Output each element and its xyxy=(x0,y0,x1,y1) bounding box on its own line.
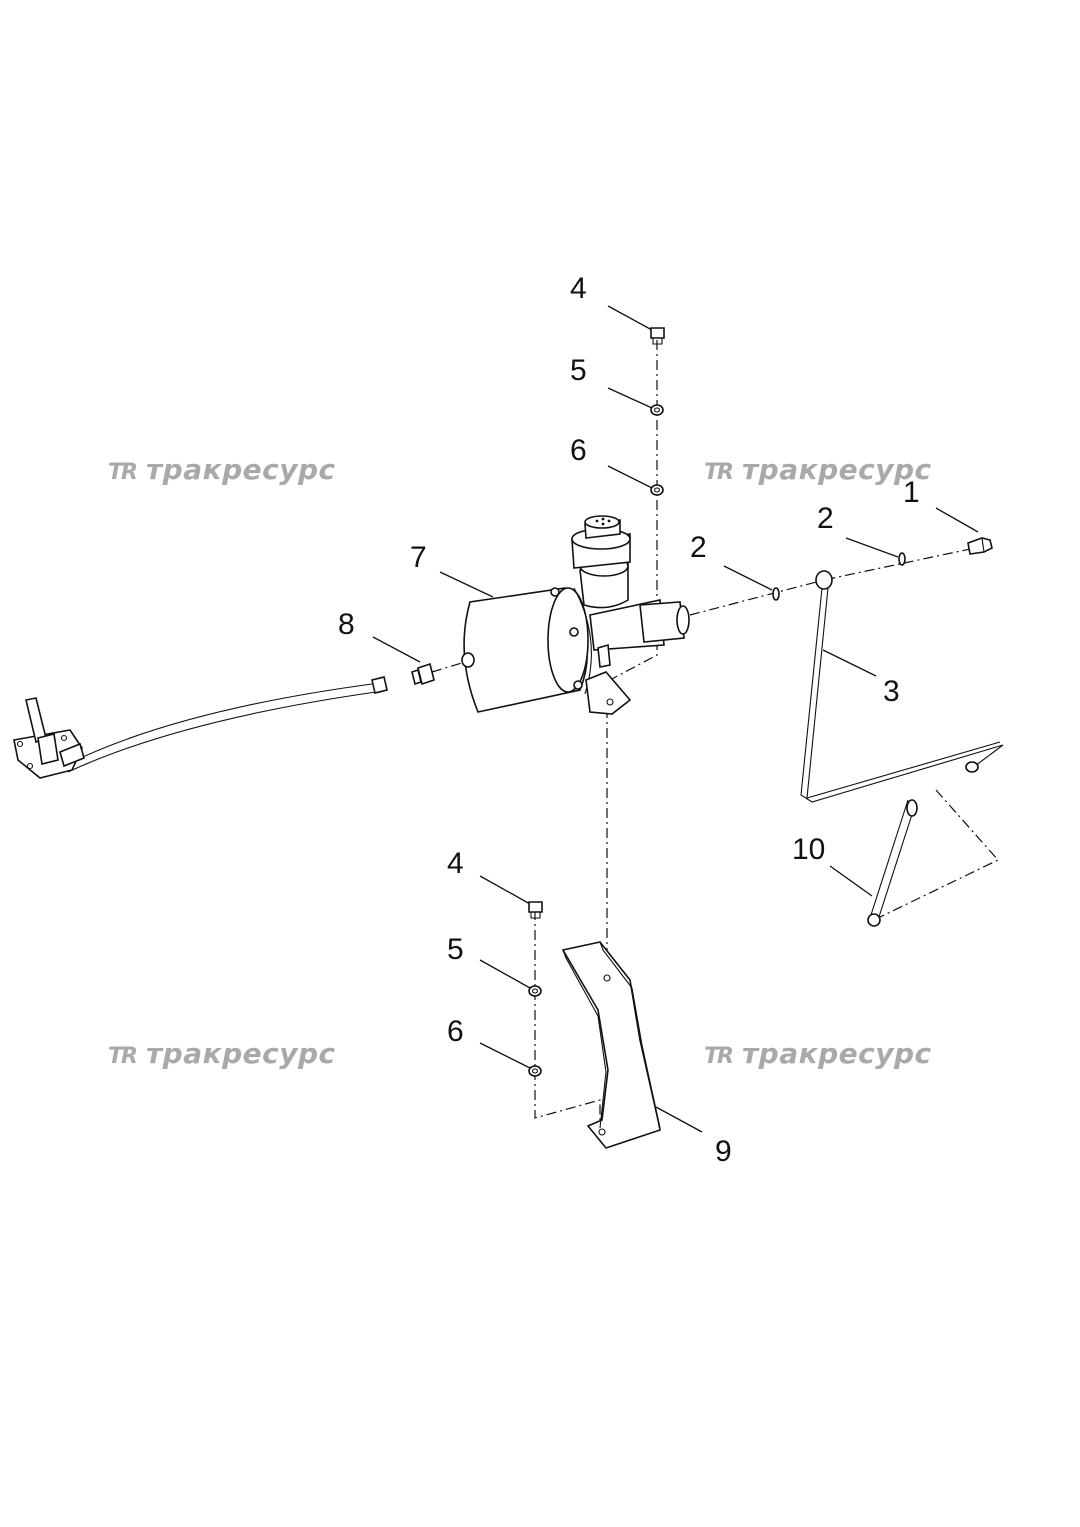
callout-2-left: 2 xyxy=(690,531,707,564)
callout-7: 7 xyxy=(410,541,427,574)
cylinder-part-7 xyxy=(461,515,690,715)
watermark-text: тракресурс xyxy=(145,453,336,486)
washer-part-2-right xyxy=(898,552,906,566)
watermark-text: тракресурс xyxy=(145,1037,336,1070)
callout-3: 3 xyxy=(883,675,900,708)
watermark-text: тракресурс xyxy=(741,1037,932,1070)
watermark-bottom-right: TR тракресурс xyxy=(704,1037,932,1070)
callout-1: 1 xyxy=(903,476,920,509)
callout-4-top: 4 xyxy=(570,272,587,305)
callout-8: 8 xyxy=(338,608,355,641)
callout-9: 9 xyxy=(715,1135,732,1168)
callout-labels: 1 2 2 3 4 4 5 5 6 6 7 8 9 10 xyxy=(338,272,920,1168)
watermark-bottom-left: TR тракресурс xyxy=(108,1037,336,1070)
rod-bracket-part-3 xyxy=(800,570,1004,803)
callout-5-top: 5 xyxy=(570,354,587,387)
callout-10: 10 xyxy=(792,833,825,866)
callout-6-top: 6 xyxy=(570,434,587,467)
callout-4-bottom: 4 xyxy=(447,847,464,880)
watermark-logo: TR xyxy=(704,1044,734,1069)
fasteners-bottom xyxy=(528,901,543,1077)
assembly-lines xyxy=(431,340,999,1120)
fasteners-top xyxy=(650,327,665,496)
watermark-top-left: TR тракресурс xyxy=(108,453,336,486)
hose-pedal-assembly xyxy=(13,676,388,779)
watermark-text: тракресурс xyxy=(741,453,932,486)
watermark-logo: TR xyxy=(704,460,734,485)
callout-2-right: 2 xyxy=(817,502,834,535)
fitting-part-8 xyxy=(411,662,435,686)
washer-part-2-left xyxy=(772,587,780,601)
watermark-logo: TR xyxy=(108,460,138,485)
bolt-part-1 xyxy=(967,537,993,555)
strap-part-10 xyxy=(867,799,918,927)
support-bracket-part-9 xyxy=(561,941,661,1149)
callout-5-bottom: 5 xyxy=(447,933,464,966)
watermark-top-right: TR тракресурс xyxy=(704,453,932,486)
watermark-logo: TR xyxy=(108,1044,138,1069)
leader-lines xyxy=(372,305,979,1133)
callout-6-bottom: 6 xyxy=(447,1015,464,1048)
